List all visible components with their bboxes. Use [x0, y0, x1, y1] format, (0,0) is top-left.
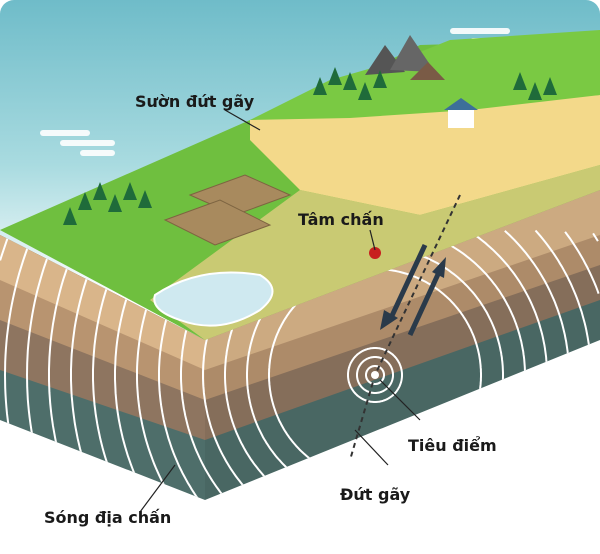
wave-arc — [347, 347, 403, 403]
tree-icon — [373, 70, 387, 88]
tree-icon — [343, 72, 357, 90]
fault-scarp — [250, 95, 600, 215]
house — [444, 98, 478, 128]
tree-icon — [123, 182, 137, 200]
tree-icon — [528, 82, 542, 100]
epicenter-dot — [369, 247, 381, 259]
label-focus: Tiêu điểm — [408, 436, 497, 455]
tree-icon — [93, 182, 107, 200]
tree-icon — [108, 194, 122, 212]
focus-point — [371, 371, 379, 379]
label-epicenter: Tâm chấn — [298, 210, 384, 229]
trees — [63, 67, 557, 225]
tree-icon — [328, 67, 342, 85]
tree-icon — [138, 190, 152, 208]
tree-icon — [358, 82, 372, 100]
tree-icon — [78, 192, 92, 210]
tree-icon — [513, 72, 527, 90]
mountains — [365, 35, 445, 80]
tree-icon — [63, 207, 77, 225]
tree-icon — [543, 77, 557, 95]
wave-arc — [356, 356, 394, 394]
label-fault: Đứt gãy — [340, 485, 411, 504]
tree-icon — [313, 77, 327, 95]
leader-lines — [139, 109, 421, 513]
fields — [163, 174, 292, 246]
lake — [153, 271, 274, 327]
label-seismic-waves: Sóng địa chấn — [44, 508, 172, 527]
slip-arrows — [380, 243, 446, 337]
earth-layers — [0, 190, 600, 500]
label-fault-scarp: Sườn đứt gãy — [135, 92, 255, 111]
